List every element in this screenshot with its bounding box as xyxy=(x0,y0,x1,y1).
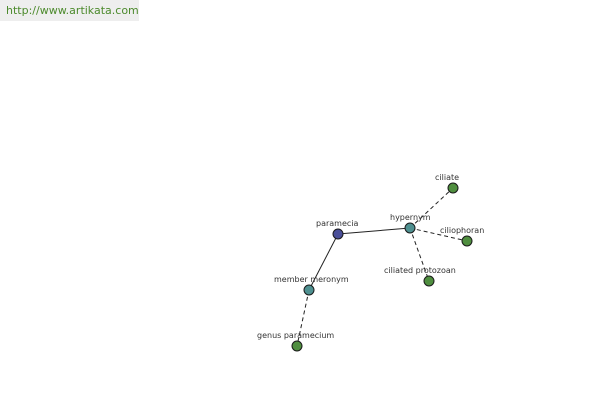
edge-hypernym-ciliated-protozoan xyxy=(409,227,430,282)
node-label-paramecia: paramecia xyxy=(316,219,359,228)
edge-member-meronym-genus-paramecium xyxy=(296,289,310,347)
node-member-meronym[interactable] xyxy=(303,284,315,296)
node-ciliate[interactable] xyxy=(447,182,459,194)
node-label-ciliophoran: ciliophoran xyxy=(440,226,484,235)
node-label-member-meronym: member meronym xyxy=(274,275,349,284)
node-label-hypernym: hypernym xyxy=(390,213,431,222)
node-paramecia[interactable] xyxy=(332,228,344,240)
node-genus-paramecium[interactable] xyxy=(291,340,303,352)
node-ciliophoran[interactable] xyxy=(461,235,473,247)
node-label-genus-paramecium: genus paramecium xyxy=(257,331,334,340)
node-label-ciliated-protozoan: ciliated protozoan xyxy=(384,266,456,275)
edge-hypernym-ciliophoran xyxy=(409,227,468,242)
node-hypernym[interactable] xyxy=(404,222,416,234)
node-label-ciliate: ciliate xyxy=(435,173,459,182)
edge-hypernym-ciliate xyxy=(409,187,454,229)
node-ciliated-protozoan[interactable] xyxy=(423,275,435,287)
watermark-url: http://www.artikata.com xyxy=(0,0,139,21)
edge-paramecia-member-meronym xyxy=(308,233,339,291)
edge-paramecia-hypernym xyxy=(337,227,411,235)
